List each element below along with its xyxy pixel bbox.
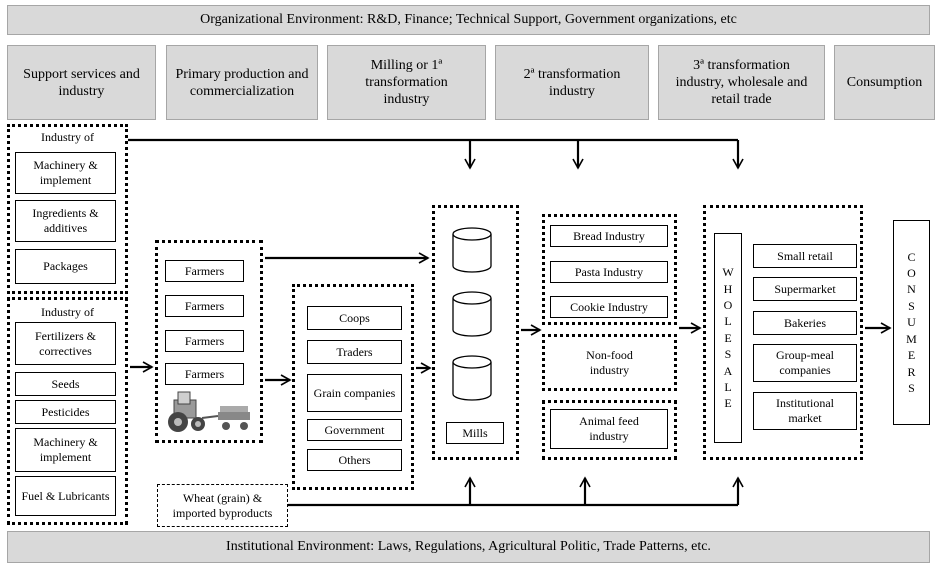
fertilizers-box: Fertilizers & correctives	[15, 322, 116, 365]
mill-silo-icon-1	[452, 227, 492, 273]
farmers-box-2: Farmers	[165, 295, 244, 317]
small-retail-box: Small retail	[753, 244, 857, 268]
others-box: Others	[307, 449, 402, 471]
stage-milling: Milling or 1ª transformation industry	[327, 45, 486, 120]
farmers-box-4: Farmers	[165, 363, 244, 385]
seeds-box: Seeds	[15, 372, 116, 396]
stage-consumption: Consumption	[834, 45, 935, 120]
traders-box: Traders	[307, 340, 402, 364]
machinery-implement-box: Machinery & implement	[15, 152, 116, 194]
support-industry-b-title: Industry of	[41, 305, 94, 319]
government-box: Government	[307, 419, 402, 441]
pasta-industry-box: Pasta Industry	[550, 261, 668, 283]
non-food-industry-box: Non-food industry	[542, 334, 677, 391]
tractor-icon	[168, 391, 250, 432]
bread-industry-box: Bread Industry	[550, 225, 668, 247]
stage-support-services: Support services and industry	[7, 45, 156, 120]
bakeries-box: Bakeries	[753, 311, 857, 335]
group-meal-companies-box: Group-meal companies	[753, 344, 857, 382]
fuel-lubricants-box: Fuel & Lubricants	[15, 476, 116, 516]
coops-box: Coops	[307, 306, 402, 330]
cookie-industry-box: Cookie Industry	[550, 296, 668, 318]
machinery-implement-box-b: Machinery & implement	[15, 428, 116, 472]
stage-second-transformation: 2ª transformation industry	[495, 45, 649, 120]
institutional-environment-banner: Institutional Environment: Laws, Regulat…	[7, 531, 930, 563]
organizational-environment-banner: Organizational Environment: R&D, Finance…	[7, 5, 930, 35]
stage-primary-production: Primary production and commercialization	[166, 45, 318, 120]
packages-box: Packages	[15, 249, 116, 284]
farmers-box-3: Farmers	[165, 330, 244, 352]
stage-third-transformation: 3ª transformation industry, wholesale an…	[658, 45, 825, 120]
pesticides-box: Pesticides	[15, 400, 116, 424]
wheat-imported-byproducts-box: Wheat (grain) & imported byproducts	[157, 484, 288, 527]
animal-feed-industry-box: Animal feed industry	[550, 409, 668, 449]
mills-label-box: Mills	[446, 422, 504, 444]
support-industry-a-title: Industry of	[41, 130, 94, 144]
institutional-market-box: Institutional market	[753, 392, 857, 430]
ingredients-additives-box: Ingredients & additives	[15, 200, 116, 242]
mill-silo-icon-3	[452, 355, 492, 401]
farmers-box-1: Farmers	[165, 260, 244, 282]
supermarket-box: Supermarket	[753, 277, 857, 301]
grain-companies-box: Grain companies	[307, 374, 402, 412]
mill-silo-icon-2	[452, 291, 492, 337]
